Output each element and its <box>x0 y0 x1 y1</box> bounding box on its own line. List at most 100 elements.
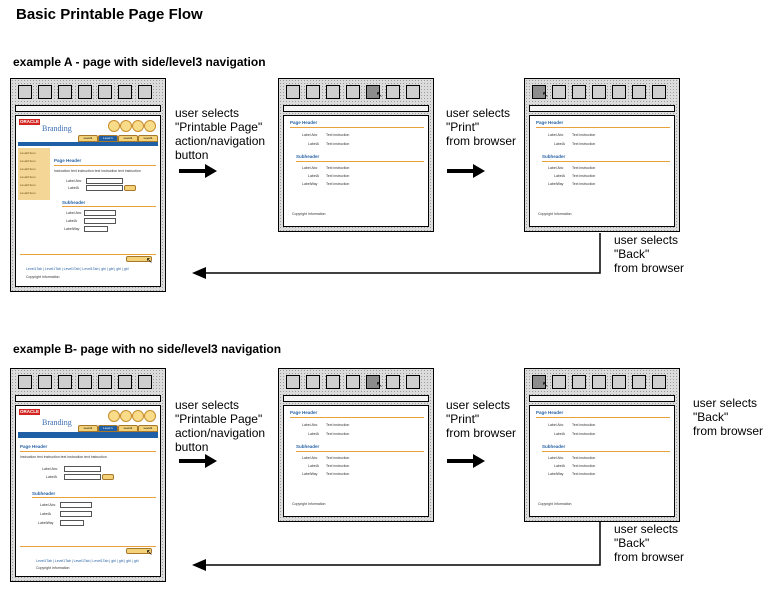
address-bar <box>15 105 161 112</box>
toolbar-button <box>572 85 586 99</box>
browser-window-a2: ↖ Page Header Label Abc Text instruction… <box>278 78 434 232</box>
field-label: LabelWay <box>302 182 318 186</box>
toolbar-button <box>632 85 646 99</box>
toolbar-button <box>406 375 420 389</box>
example-a-heading: example A - page with side/level3 naviga… <box>13 55 266 69</box>
footer-links: Level1Tab | Level1Tab | Level1Tab | Leve… <box>26 267 129 271</box>
copyright-text: Copyright Information <box>292 502 326 506</box>
field-value: Text instruction <box>326 423 350 427</box>
field-label: Label Abc <box>548 133 564 137</box>
toolbar-button <box>58 375 72 389</box>
header-divider <box>20 451 156 452</box>
cursor-icon: ↖ <box>542 90 549 99</box>
copyright-text: Copyright Information <box>26 275 60 279</box>
toolbar-button <box>286 85 300 99</box>
back-button <box>532 375 546 389</box>
mock-page-header: Page Header <box>54 158 82 163</box>
level1-tab: Level1 <box>138 425 158 432</box>
cursor-icon: ↖ <box>542 380 549 389</box>
field-label: LabelWay <box>548 472 564 476</box>
footer-links: Level1Tab | Level1Tab | Level1Tab | Leve… <box>36 559 139 563</box>
field-value: Text instruction <box>572 174 596 178</box>
caption-printable-page-b: user selects "Printable Page" action/nav… <box>175 398 266 454</box>
caption-print-b: user selects "Print" from browser <box>446 398 517 440</box>
toolbar-button <box>652 85 666 99</box>
page-content: Page Header Label Abc Text instruction L… <box>283 115 429 227</box>
field-label: Label Abc <box>302 133 318 137</box>
level2-navbar <box>18 432 158 438</box>
mock-text-field <box>84 218 116 224</box>
browser-window-b2: ↖ Page Header Label Abc Text instruction… <box>278 368 434 522</box>
arrow-back-icon <box>192 522 601 571</box>
field-value: Text instruction <box>326 174 350 178</box>
level1-tab: Level1 <box>118 135 138 142</box>
oracle-logo: ORACLE <box>19 119 40 125</box>
field-label: Label Abc <box>302 423 318 427</box>
arrow-right-icon <box>447 164 485 178</box>
toolbar-button <box>612 375 626 389</box>
mock-select <box>84 226 108 232</box>
field-label: LabelA <box>68 186 79 190</box>
mock-subheader: Subheader <box>296 154 320 159</box>
field-label: Label Abc <box>548 166 564 170</box>
header-divider <box>290 417 424 418</box>
page-content: ORACLE Branding Level1 Level 1 Level1 Le… <box>15 405 161 577</box>
caption-back-right-b: user selects "Back" from browser <box>693 396 764 438</box>
field-label: LabelWay <box>38 521 54 525</box>
browser-window-a1: ORACLE Branding Level1 Level 1 Level1 Le… <box>10 78 166 292</box>
mock-go-button <box>124 185 136 191</box>
subheader-divider <box>542 161 670 162</box>
subheader-divider <box>296 451 424 452</box>
field-value: Text instruction <box>326 133 350 137</box>
back-button <box>532 85 546 99</box>
toolbar-button <box>306 85 320 99</box>
side-nav-item: Level3 Item <box>20 183 36 187</box>
field-value: Text instruction <box>572 133 596 137</box>
field-label: Label Abc <box>302 456 318 460</box>
header-divider <box>536 417 670 418</box>
cursor-icon: ↖ <box>146 548 153 557</box>
address-bar <box>283 105 429 112</box>
field-value: Text instruction <box>572 423 596 427</box>
toolbar-button <box>572 375 586 389</box>
toolbar-button <box>386 85 400 99</box>
toolbar-button <box>18 85 32 99</box>
header-divider <box>54 165 156 166</box>
toolbar-button <box>406 85 420 99</box>
toolbar-button <box>326 375 340 389</box>
toolbar-button <box>346 85 360 99</box>
footer-divider <box>20 546 156 547</box>
field-value: Text instruction <box>326 432 350 436</box>
global-icon <box>108 120 120 132</box>
level1-tab: Level1 <box>118 425 138 432</box>
mock-subheader: Subheader <box>32 491 56 496</box>
field-value: Text instruction <box>572 456 596 460</box>
toolbar-button <box>326 85 340 99</box>
mock-subheader: Subheader <box>542 154 566 159</box>
page-title: Basic Printable Page Flow <box>16 6 203 23</box>
mock-go-button <box>102 474 114 480</box>
mock-page-header: Page Header <box>290 410 318 415</box>
field-label: Label Abc <box>66 211 82 215</box>
mock-printable-page-button <box>126 548 152 554</box>
field-label: Label Abc <box>548 456 564 460</box>
address-bar <box>283 395 429 402</box>
global-icon <box>144 410 156 422</box>
page-content: Page Header Label Abc Text instruction L… <box>283 405 429 517</box>
level1-tab: Level1 <box>78 425 98 432</box>
field-value: Text instruction <box>326 472 350 476</box>
global-icon <box>132 410 144 422</box>
field-label: Label Abc <box>302 166 318 170</box>
level1-tab: Level1 <box>138 135 158 142</box>
header-divider <box>290 127 424 128</box>
instruction-text: Instruction text instruction text instru… <box>20 455 107 459</box>
field-label: LabelA <box>554 142 565 146</box>
branding-text: Branding <box>42 124 72 133</box>
branding-text: Branding <box>42 418 72 427</box>
arrow-right-icon <box>179 454 217 468</box>
side-nav-item: Level3 Item <box>20 175 36 179</box>
field-label: LabelA <box>66 219 77 223</box>
toolbar-button <box>138 85 152 99</box>
field-value: Text instruction <box>326 456 350 460</box>
toolbar-button <box>18 375 32 389</box>
